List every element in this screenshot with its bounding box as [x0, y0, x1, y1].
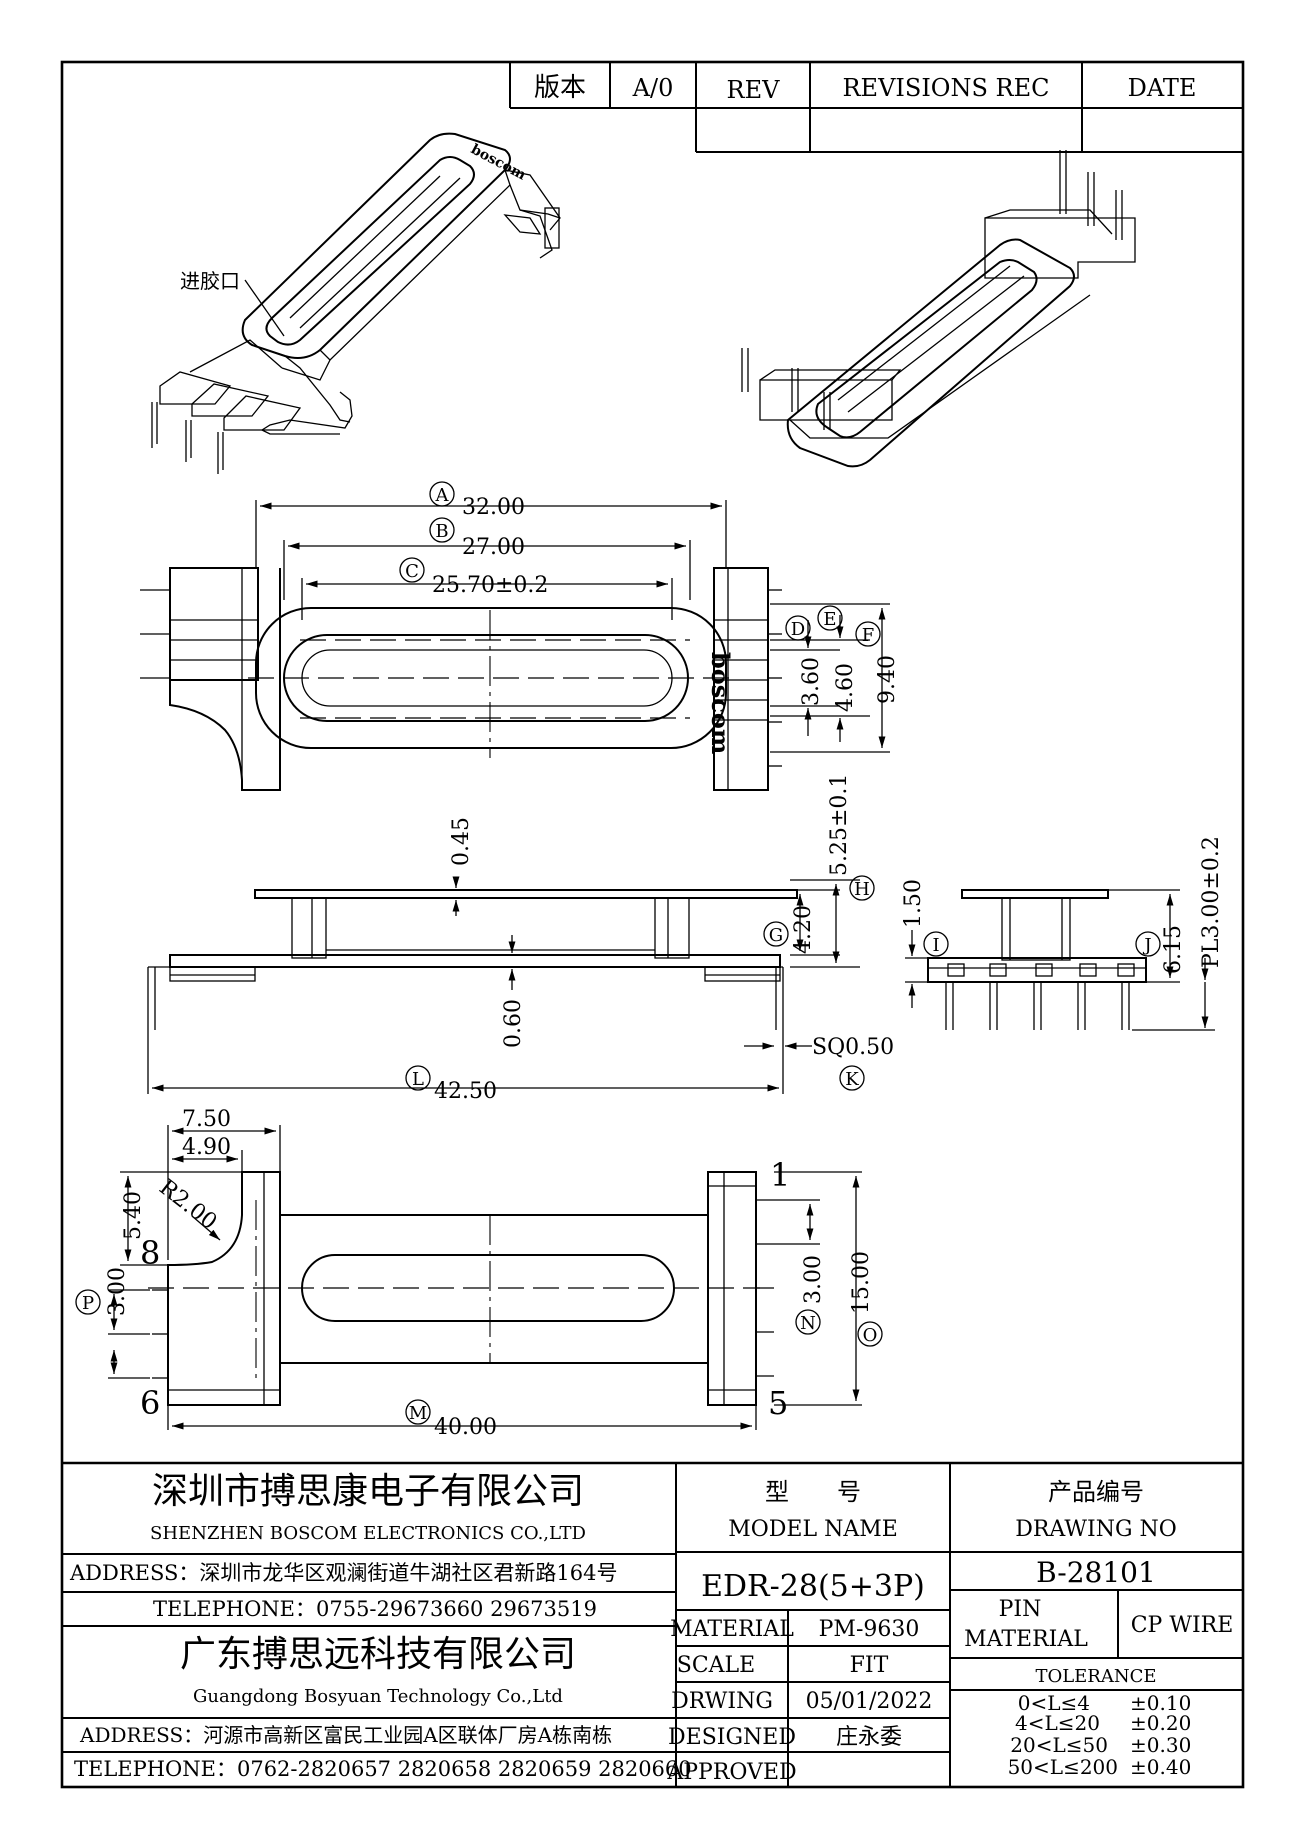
- rev-version-value: A/0: [632, 74, 674, 102]
- isometric-view-bottom: [741, 150, 1136, 468]
- dim-B-value: 27.00: [462, 535, 525, 560]
- rev-rev-label: REV: [727, 76, 781, 104]
- dim-K-value: SQ0.50: [812, 1035, 894, 1060]
- tolerance-range-3: 50<L≤200: [1008, 1755, 1118, 1779]
- tolerance-label: TOLERANCE: [1035, 1666, 1156, 1687]
- material-label: MATERIAL: [670, 1617, 794, 1642]
- model-value: EDR-28(5+3P): [701, 1569, 925, 1604]
- address1: ADDRESS：深圳市龙华区观澜街道牛湖社区君新路164号: [69, 1561, 617, 1585]
- pin-number-1: 1: [770, 1156, 790, 1194]
- dim-C: C 25.70±0.2: [399, 557, 548, 598]
- scale-label: SCALE: [677, 1653, 755, 1678]
- dim-C-value: 25.70±0.2: [432, 573, 548, 598]
- telephone1: TELEPHONE：0755-29673660 29673519: [153, 1597, 597, 1621]
- tolerance-value-0: ±0.10: [1130, 1691, 1191, 1715]
- drawing-label-en: DRAWING NO: [1015, 1517, 1177, 1542]
- pin-number-8: 8: [140, 1234, 160, 1272]
- pin-material-label-2: MATERIAL: [964, 1627, 1088, 1652]
- rev-revisions-label: REVISIONS REC: [842, 74, 1049, 102]
- dim-G-value: 4.20: [791, 905, 816, 954]
- dim-flange-thickness: 0.45: [449, 817, 474, 866]
- bottom-view: 1 5 6 8 7.50 4.90 5.40 R2.00 P 3.00 N: [75, 1107, 883, 1440]
- dim-radius: R2.00: [154, 1175, 221, 1235]
- pin-material-value: CP WIRE: [1131, 1613, 1234, 1638]
- pin-number-6: 6: [140, 1384, 160, 1422]
- svg-text:O: O: [863, 1325, 878, 1346]
- model-label-en: MODEL NAME: [728, 1517, 898, 1542]
- drawing-value: B-28101: [1036, 1556, 1156, 1589]
- svg-text:G: G: [769, 925, 783, 946]
- svg-text:E: E: [823, 609, 836, 630]
- tolerance-range-0: 0<L≤4: [1018, 1691, 1090, 1715]
- material-value: PM-9630: [819, 1617, 920, 1642]
- pin-number-5: 5: [768, 1384, 788, 1422]
- svg-text:C: C: [405, 561, 419, 582]
- gate-label: 进胶口: [180, 269, 240, 293]
- svg-text:B: B: [435, 521, 448, 542]
- dim-750: 7.50: [182, 1107, 231, 1132]
- dim-M-value: 40.00: [434, 1415, 497, 1440]
- tolerance-value-3: ±0.40: [1130, 1755, 1191, 1779]
- dim-L-value: 42.50: [434, 1079, 497, 1104]
- designed-value: 庄永委: [836, 1725, 902, 1750]
- dim-I-value: 1.50: [901, 879, 926, 928]
- sheet-border: [60, 60, 1245, 1789]
- side-view: I 1.50 J 6.15 PL3.00±0.2: [901, 836, 1224, 1031]
- model-label-cn: 型 号: [765, 1478, 861, 1506]
- telephone2: TELEPHONE：0762-2820657 2820658 2820659 2…: [74, 1757, 692, 1781]
- dim-F-value: 9.40: [875, 655, 900, 704]
- svg-text:N: N: [800, 1313, 816, 1334]
- dim-pin-length: PL3.00±0.2: [1199, 836, 1224, 968]
- drawing-label-cn: 产品编号: [1048, 1478, 1144, 1506]
- rev-date-label: DATE: [1128, 74, 1197, 102]
- svg-text:D: D: [791, 619, 805, 640]
- scale-value: FIT: [850, 1653, 889, 1678]
- top-view: boscom: [140, 500, 782, 791]
- tolerance-range-1: 4<L≤20: [1015, 1711, 1100, 1735]
- svg-text:I: I: [932, 935, 939, 956]
- dim-A-value: 32.00: [462, 495, 525, 520]
- svg-text:L: L: [412, 1069, 424, 1090]
- dim-D-value: 3.60: [799, 657, 824, 706]
- svg-text:F: F: [862, 625, 875, 646]
- svg-text:K: K: [845, 1069, 859, 1090]
- svg-text:A: A: [435, 485, 450, 506]
- dim-490: 4.90: [182, 1135, 231, 1160]
- tolerance-range-2: 20<L≤50: [1010, 1733, 1108, 1757]
- dim-E-value: 4.60: [833, 663, 858, 712]
- designed-label: DESIGNED: [668, 1725, 796, 1750]
- top-view-logo: boscom: [706, 652, 735, 754]
- company1-en: SHENZHEN BOSCOM ELECTRONICS CO.,LTD: [150, 1523, 586, 1544]
- tolerance-value-1: ±0.20: [1130, 1711, 1191, 1735]
- revision-table: 版本 A/0 REV REVISIONS REC DATE: [509, 62, 1243, 153]
- dim-J-value: 6.15: [1161, 925, 1186, 974]
- company2-en: Guangdong Bosyuan Technology Co.,Ltd: [193, 1686, 563, 1707]
- dim-P-value: 3.00: [105, 1267, 130, 1316]
- dim-base-thickness: 0.60: [501, 999, 526, 1048]
- isometric-view-top: boscom 进胶口: [151, 132, 561, 474]
- dim-N-value: 3.00: [801, 1255, 826, 1304]
- rev-version-label: 版本: [534, 73, 586, 103]
- dim-H-value: 5.25±0.1: [827, 774, 852, 876]
- dim-B: B 27.00: [429, 517, 525, 560]
- svg-text:M: M: [409, 1403, 427, 1424]
- dim-O-value: 15.00: [849, 1251, 874, 1314]
- drwing-label: DRWING: [671, 1689, 773, 1714]
- title-block: 深圳市搏思康电子有限公司 SHENZHEN BOSCOM ELECTRONICS…: [62, 1461, 1243, 1787]
- svg-text:J: J: [1142, 935, 1151, 956]
- tolerance-value-2: ±0.30: [1130, 1733, 1191, 1757]
- pin-material-label-1: PIN: [999, 1597, 1042, 1622]
- company1-cn: 深圳市搏思康电子有限公司: [152, 1471, 584, 1512]
- svg-text:P: P: [82, 1293, 94, 1314]
- dim-A: A 32.00: [429, 481, 525, 520]
- approved-label: APPROVED: [666, 1760, 796, 1785]
- dim-540: 5.40: [121, 1191, 146, 1240]
- svg-text:H: H: [854, 879, 870, 900]
- drwing-value: 05/01/2022: [806, 1689, 933, 1714]
- company2-cn: 广东搏思远科技有限公司: [180, 1634, 576, 1675]
- address2: ADDRESS：河源市高新区富民工业园A区联体厂房A栋南栋: [79, 1723, 612, 1747]
- front-view: 0.45 0.60 G 4.20 H 5.25±0.1 L 42.50 K SQ…: [147, 774, 894, 1104]
- dims-DEF: D E F 3.60 4.60 9.40: [770, 603, 900, 753]
